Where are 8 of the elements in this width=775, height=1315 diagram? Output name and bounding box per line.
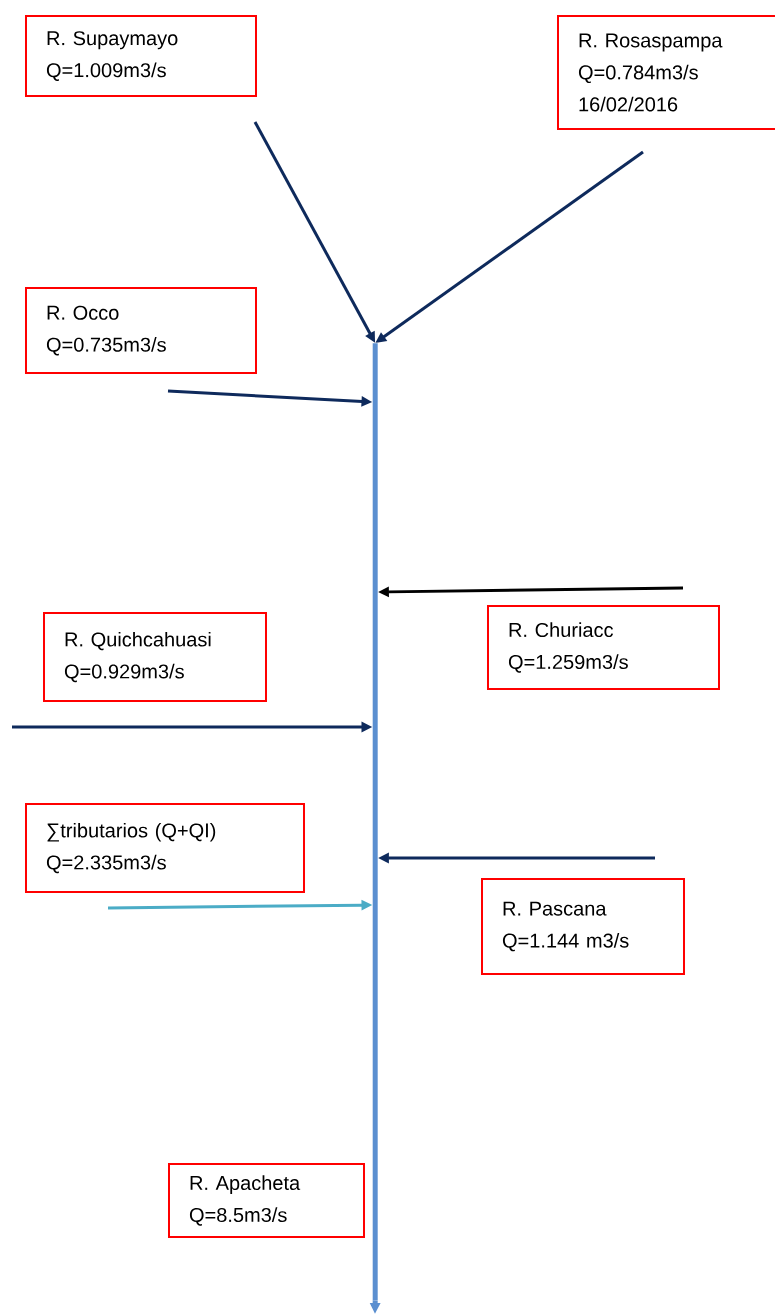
label-box: ∑tributarios (Q+QI) Q=2.335m3/s — [25, 803, 305, 893]
label-box: R. Churiacc Q=1.259m3/s — [487, 605, 720, 690]
label-box: R. Occo Q=0.735m3/s — [25, 287, 257, 374]
label-box: R. Apacheta Q=8.5m3/s — [168, 1163, 365, 1238]
label-box: R. Supaymayo Q=1.009m3/s — [25, 15, 257, 97]
label-box: R. Quichcahuasi Q=0.929m3/s — [43, 612, 267, 702]
label-box: R. Rosaspampa Q=0.784m3/s 16/02/2016 — [557, 15, 775, 130]
label-box: R. Pascana Q=1.144 m3/s — [481, 878, 685, 975]
